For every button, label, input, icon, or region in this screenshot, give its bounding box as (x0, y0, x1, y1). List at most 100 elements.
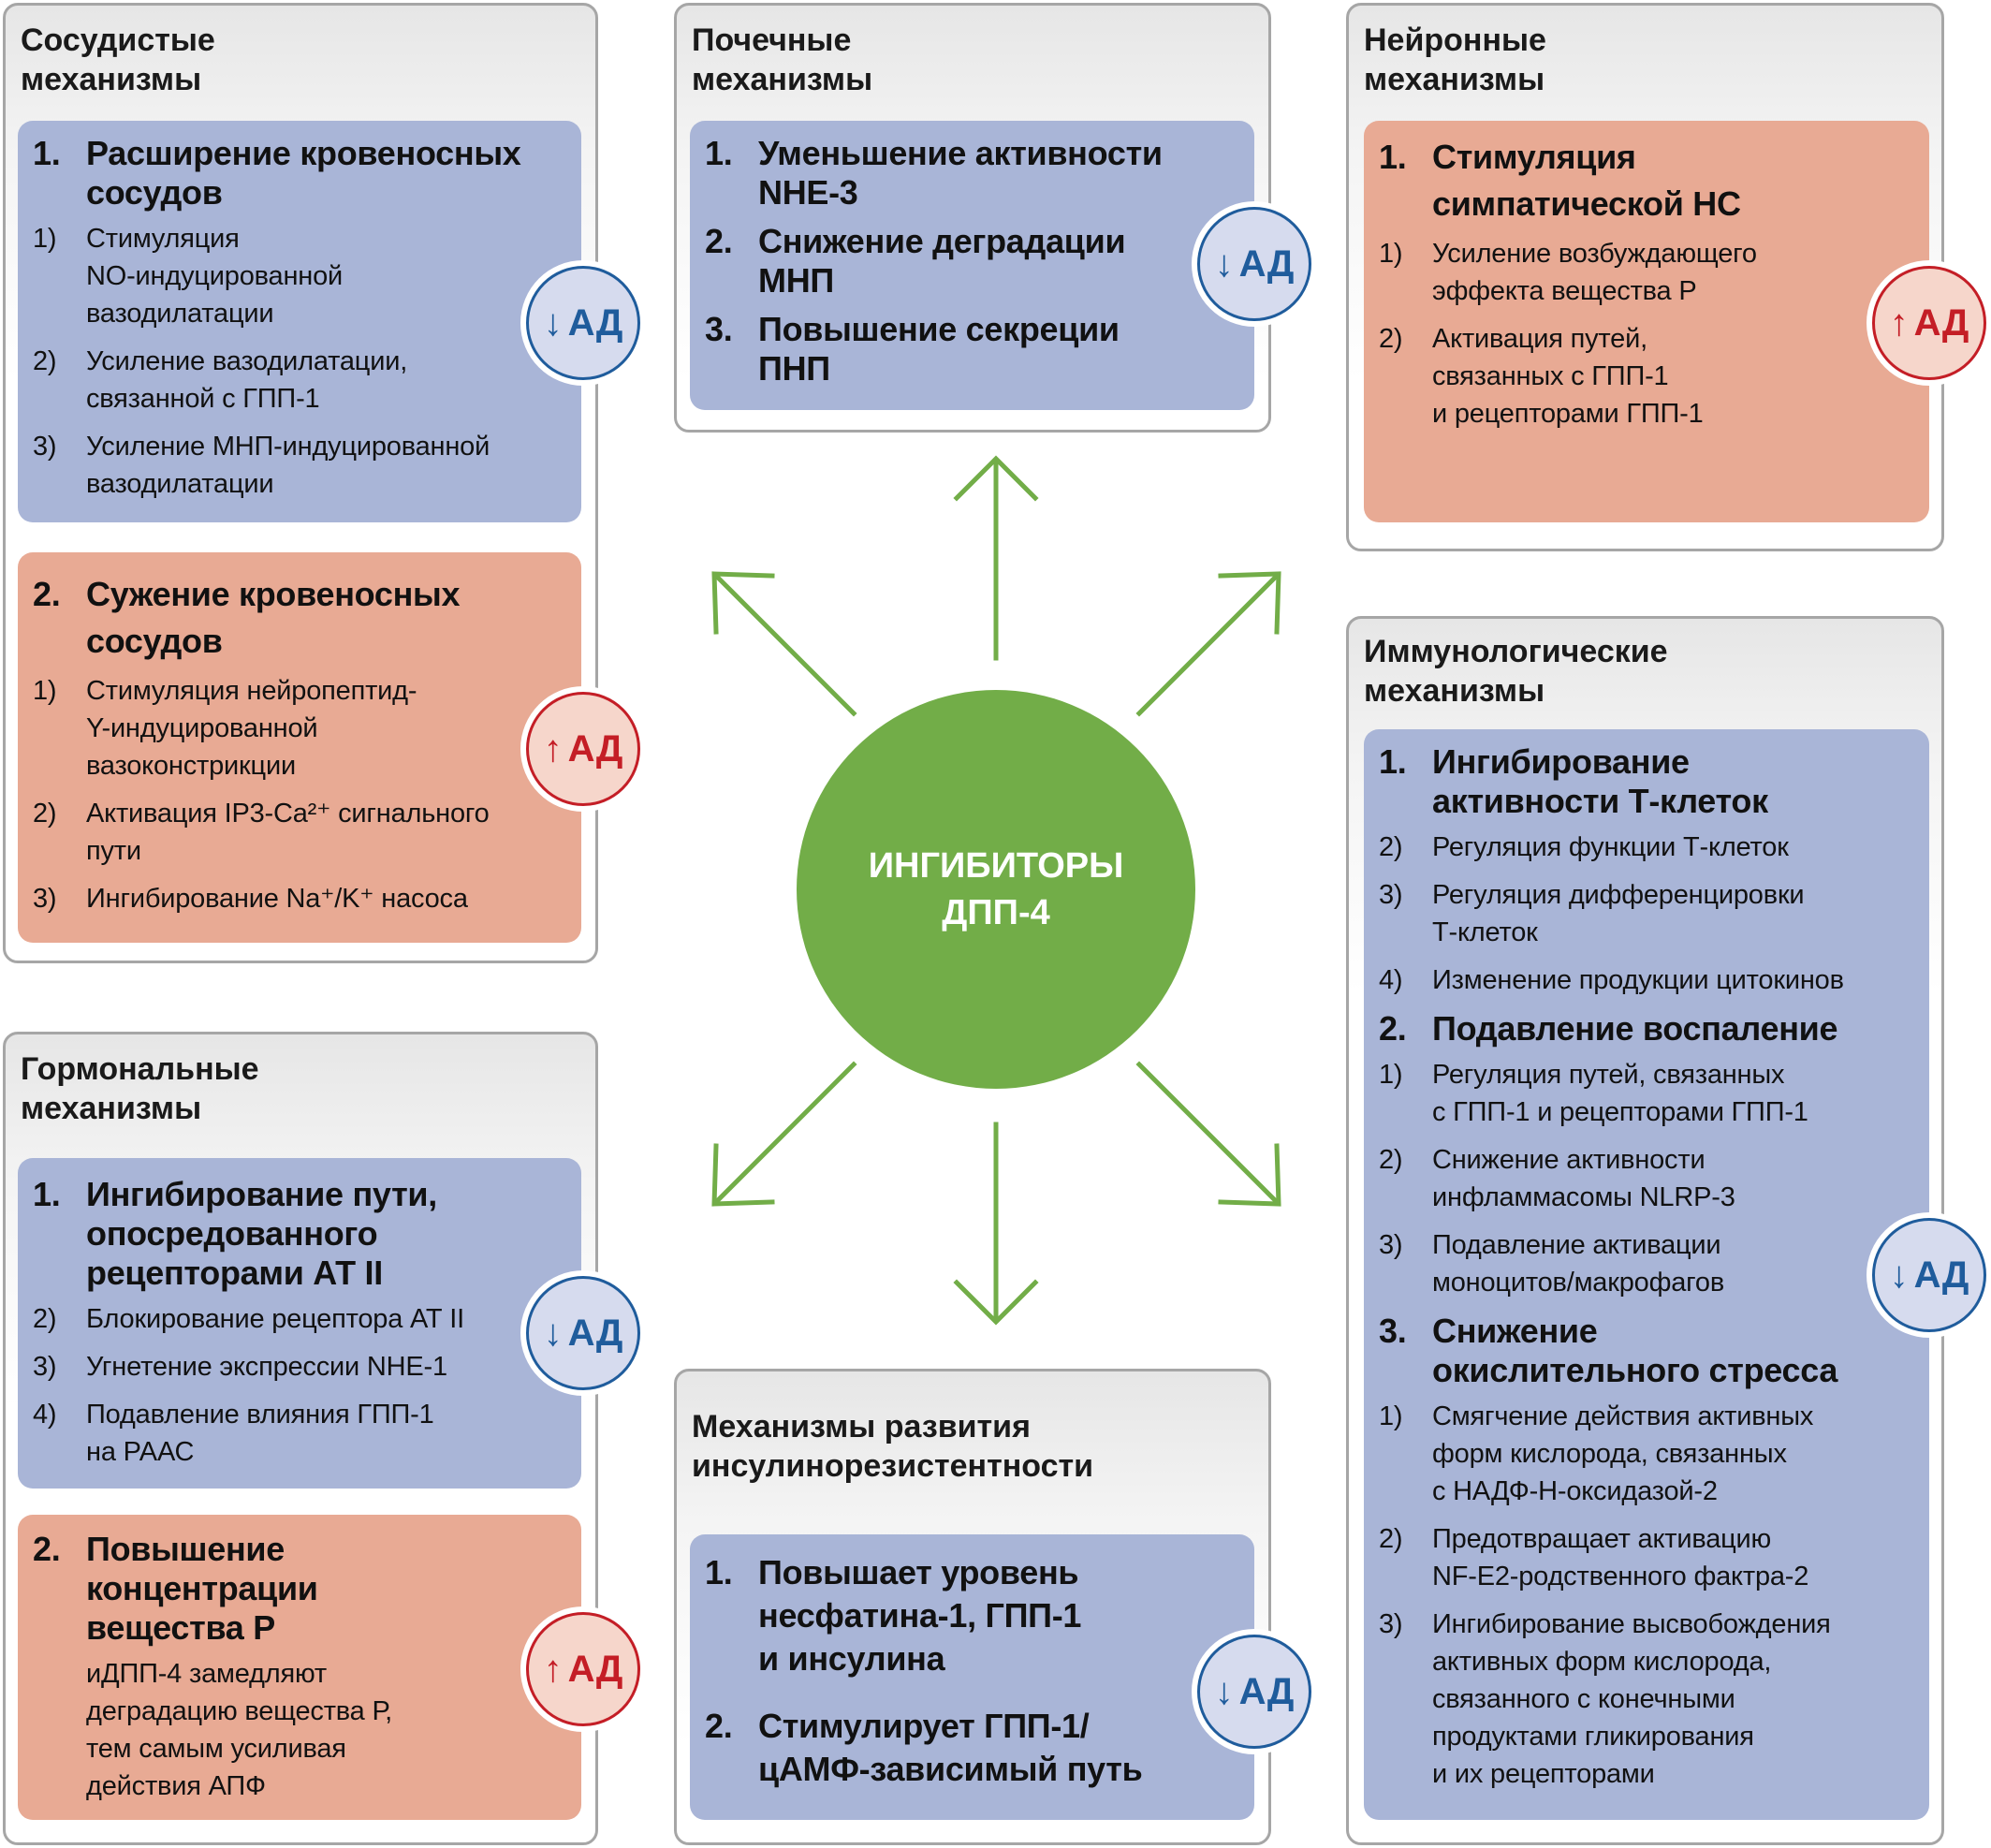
badge-label: АД (567, 1648, 623, 1690)
item-number: 2) (1379, 832, 1403, 862)
section-heading: 1.Стимуляция симпатической НС (1379, 134, 1916, 227)
list-item: 4)Изменение продукции цитокинов (1379, 961, 1916, 999)
item-text: Смягчение действия активных форм кислоро… (1432, 1401, 1814, 1506)
mechanism-section: 1. Повышает уровень несфатина-1, ГПП-1 и … (705, 1551, 1241, 1680)
section-heading: 1. Уменьшение активности NHE-3 (705, 134, 1241, 213)
heading-number: 1. (705, 1553, 733, 1591)
heading-text: Ингибирование активности Т-клеток (1432, 742, 1768, 820)
arrow-down-icon: ↓ (543, 1312, 563, 1354)
heading-text: Уменьшение активности NHE-3 (758, 134, 1163, 212)
item-text: Предотвращает активацию NF-E2-родственно… (1432, 1524, 1809, 1591)
heading-text: Повышение концентрации вещества Р (86, 1530, 318, 1647)
arrow-down-right (1135, 1061, 1281, 1207)
arrow-up-left (711, 571, 857, 717)
panel-title: Механизмы развития инсулинорезистентност… (692, 1409, 1094, 1484)
mechanism-section: 3. Повышение секреции ПНП (705, 310, 1241, 389)
blood-pressure-badge: ↓АД (1872, 1218, 1986, 1332)
badge-label: АД (1238, 1670, 1295, 1712)
blood-pressure-badge: ↓АД (526, 1276, 640, 1390)
list-item: 2) Предотвращает активацию NF-E2-родствен… (1379, 1520, 1916, 1595)
item-text: Подавление влияния ГПП-1 на РААС (86, 1400, 434, 1467)
mechanism-section: 1.Ингибирование пути, опосредованного ре… (33, 1175, 568, 1471)
arrow-down-left (711, 1061, 857, 1207)
item-number: 3) (33, 884, 57, 914)
badge-label: АД (1238, 242, 1295, 285)
item-text: Ингибирование высвобождения активных фор… (1432, 1609, 1831, 1789)
section-heading: 2.Повышение концентрации вещества Р (33, 1530, 568, 1648)
item-text: Угнетение экспрессии NHE-1 (86, 1352, 447, 1382)
item-number: 4) (1379, 965, 1403, 995)
mechanism-section: 2.Стимулирует ГПП-1/ цАМФ-зависимый путь (705, 1705, 1241, 1791)
item-number: 2) (1379, 1524, 1403, 1554)
arrow-down-icon: ↓ (1889, 1254, 1909, 1296)
badge-label: АД (567, 1312, 623, 1354)
section-heading: 1.Ингибирование пути, опосредованного ре… (33, 1175, 568, 1293)
item-number: 3) (33, 1352, 57, 1382)
item-number: 2) (33, 1304, 57, 1334)
section-heading: 2.Снижение деградации МНП (705, 222, 1241, 301)
blood-pressure-badge: ↓АД (526, 266, 640, 380)
item-number: 2) (33, 346, 57, 376)
section-heading: 2. Подавление воспаление (1379, 1009, 1916, 1049)
item-number: 3) (33, 432, 57, 462)
item-text: Регуляция функции Т-клеток (1432, 832, 1789, 862)
section-heading: 3. Повышение секреции ПНП (705, 310, 1241, 389)
heading-number: 3. (705, 310, 733, 348)
item-number: 2) (1379, 1145, 1403, 1175)
panel-title: Сосудистые механизмы (21, 22, 215, 97)
badge-label: АД (567, 301, 623, 344)
list-item: 2) Снижение активности инфламмасомы NLRP-… (1379, 1141, 1916, 1216)
list-item: 2) Усиление вазодилатации, связанной с ГП… (33, 343, 568, 418)
item-number: 1) (1379, 1060, 1403, 1090)
item-text: Подавление активации моноцитов/макрофаго… (1432, 1230, 1725, 1298)
list-item: 2)Блокирование рецептора АТ II (33, 1300, 568, 1338)
list-item: 3)Ингибирование высвобождения активных ф… (1379, 1606, 1916, 1793)
item-text: Регуляция дифференцировки Т-клеток (1432, 880, 1805, 947)
arrow-up-icon: ↑ (543, 1648, 563, 1690)
item-text: Регуляция путей, связанных с ГПП-1 и рец… (1432, 1060, 1808, 1127)
item-number: 1) (33, 676, 57, 706)
mechanism-section: 2.Сужение кровеносных сосудов 1) Стимуляци… (33, 571, 568, 917)
badge-label: АД (1913, 301, 1969, 344)
heading-number: 1. (705, 134, 733, 172)
heading-text: Расширение кровеносных сосудов (86, 134, 521, 212)
section-heading: 2.Сужение кровеносных сосудов (33, 571, 568, 665)
heading-number: 2. (1379, 1009, 1407, 1048)
list-item: 3)Ингибирование Na⁺/K⁺ насоса (33, 880, 568, 917)
list-item: 1) Регуляция путей, связанных с ГПП-1 и р… (1379, 1056, 1916, 1131)
badge-label: АД (567, 727, 623, 770)
item-text: Стимуляция NO-индуцированной вазодилатац… (86, 224, 344, 329)
heading-text: Повышение секреции ПНП (758, 310, 1120, 388)
item-text: Усиление вазодилатации, связанной с ГПП-… (86, 346, 408, 414)
list-item: 3) Угнетение экспрессии NHE-1 (33, 1348, 568, 1386)
section-paragraph: иДПП-4 замедляют деградацию вещества Р, … (86, 1659, 392, 1801)
list-item: 2)Активация путей, связанных с ГПП-1 и р… (1379, 320, 1916, 433)
list-item: 1)Усиление возбуждающего эффекта веществ… (1379, 235, 1916, 310)
item-number: 2) (1379, 324, 1403, 354)
mechanism-section: 2. Подавление воспаление 1) Регуляция путей… (1379, 1009, 1916, 1301)
section-heading: 1. Расширение кровеносных сосудов (33, 134, 568, 213)
arrow-up-right (1135, 571, 1281, 717)
blood-pressure-badge: ↑АД (1872, 266, 1986, 380)
arrow-down-icon: ↓ (1214, 242, 1234, 285)
item-number: 1) (1379, 239, 1403, 269)
arrow-down-icon: ↓ (1214, 1670, 1234, 1712)
heading-text: Повышает уровень несфатина-1, ГПП-1 и ин… (758, 1553, 1082, 1678)
panel-title: Иммунологические механизмы (1364, 634, 1668, 709)
heading-text: Подавление воспаление (1432, 1009, 1838, 1048)
list-item: 2) Регуляция функции Т-клеток (1379, 829, 1916, 866)
item-text: Стимуляция нейропептид- Y-индуцированной… (86, 676, 417, 781)
arrow-up (953, 455, 1039, 661)
heading-number: 1. (33, 134, 61, 172)
list-item: 1)Смягчение действия активных форм кисло… (1379, 1398, 1916, 1510)
section-heading: 1. Повышает уровень несфатина-1, ГПП-1 и … (705, 1551, 1241, 1680)
heading-text: Стимулирует ГПП-1/ цАМФ-зависимый путь (758, 1707, 1143, 1788)
list-item: 4)Подавление влияния ГПП-1 на РААС (33, 1396, 568, 1471)
item-text: Снижение активности инфламмасомы NLRP-3 (1432, 1145, 1735, 1212)
